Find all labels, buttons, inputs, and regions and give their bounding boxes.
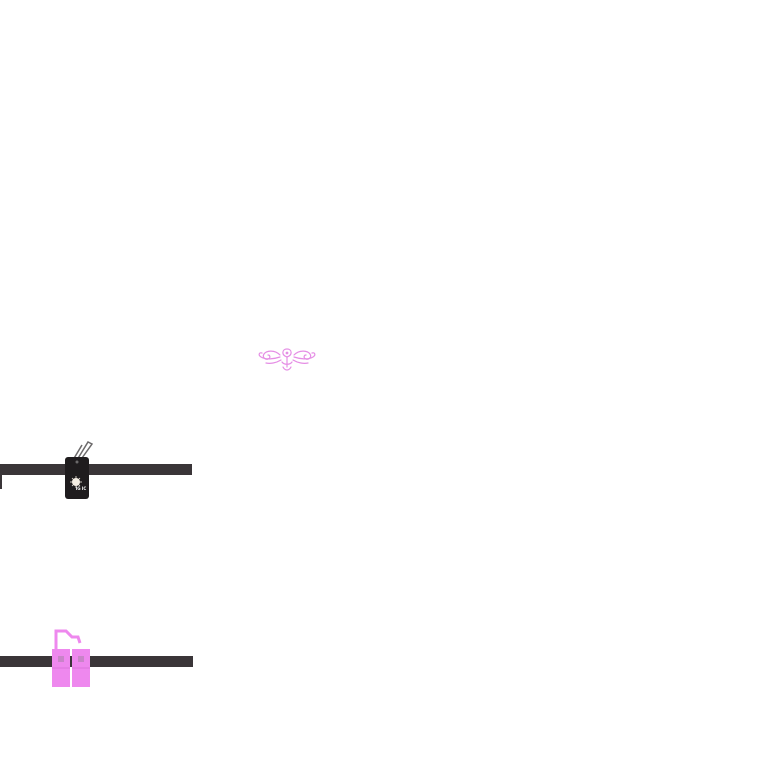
- upper-hanger-bar: [0, 464, 192, 475]
- tag-label: IG IC: [75, 486, 87, 491]
- pink-twin-tags-icon: [52, 629, 90, 687]
- lower-hanger-bar: [0, 656, 193, 667]
- hanger-edge-stub: [0, 475, 2, 489]
- pink-filigree-ornament-icon: [258, 348, 316, 371]
- black-hang-tag-icon: IG IC: [62, 436, 96, 502]
